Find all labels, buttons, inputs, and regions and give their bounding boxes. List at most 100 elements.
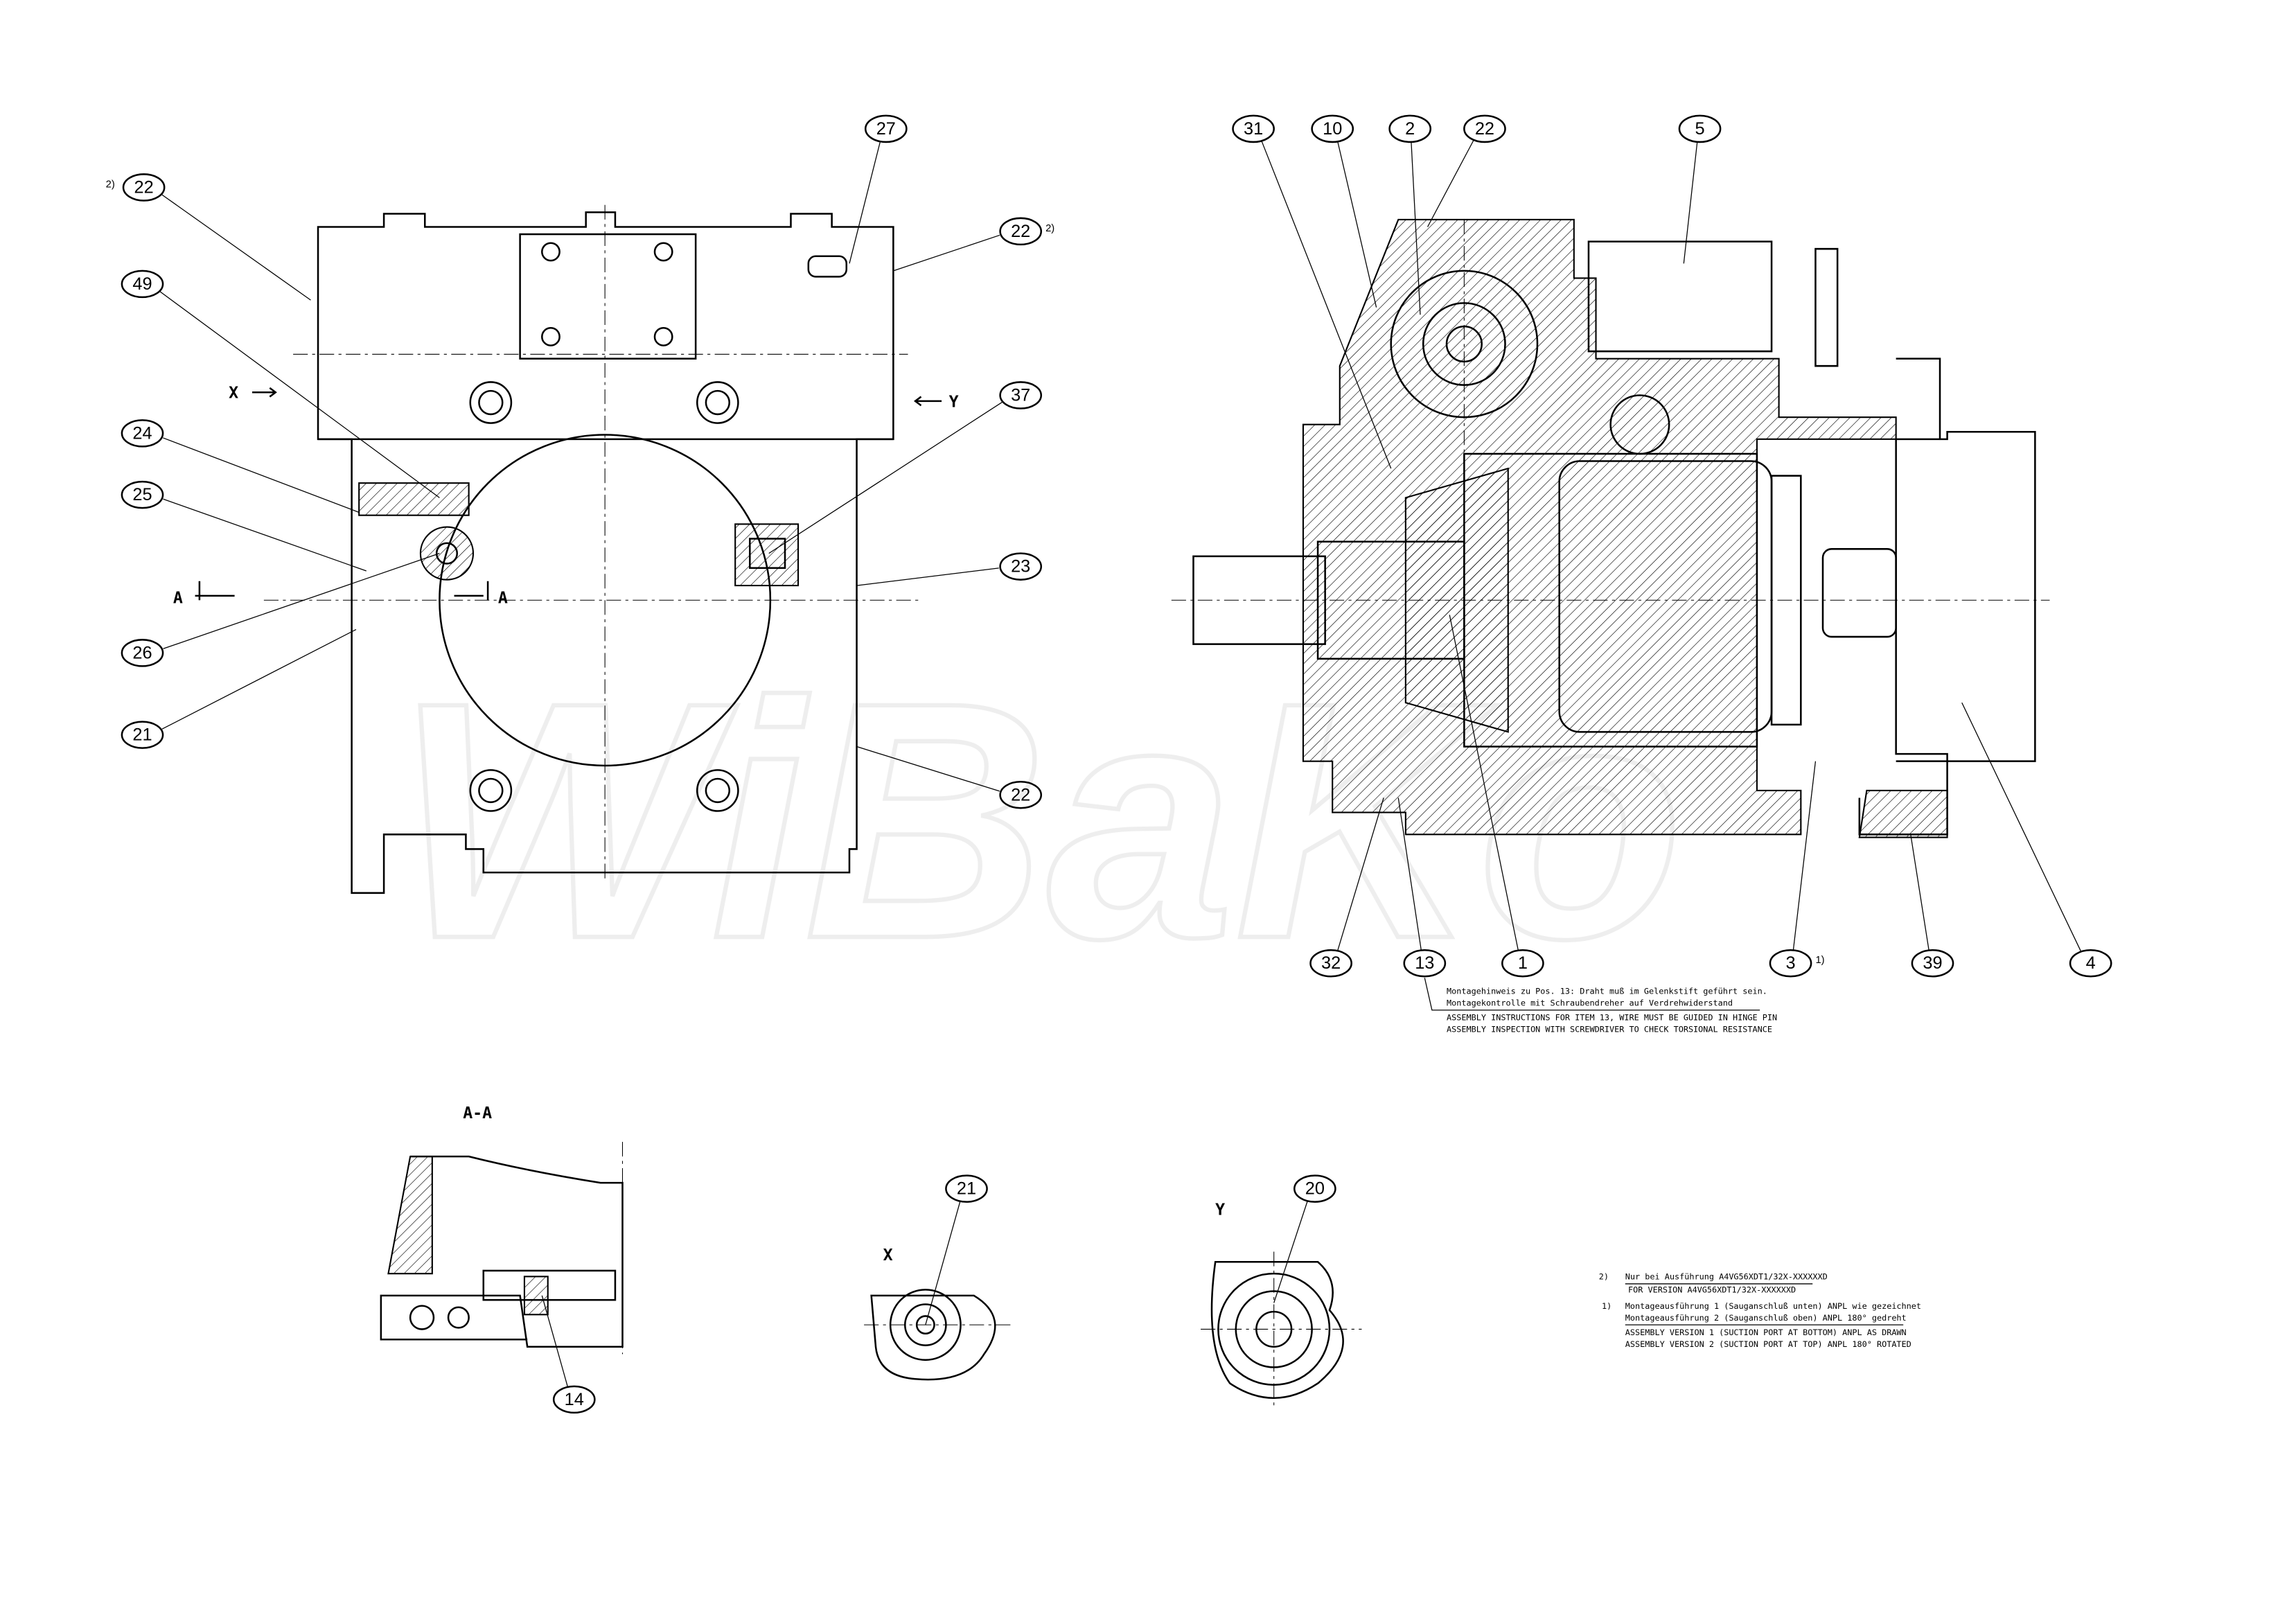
section-a-a <box>380 1141 624 1355</box>
balloon-number: 22 <box>134 177 154 197</box>
balloon-number: 20 <box>1305 1179 1325 1199</box>
view-y <box>1201 1251 1362 1406</box>
footnote-1-mark: 1) <box>1602 1301 1611 1311</box>
balloon-number: 5 <box>1695 119 1704 139</box>
balloon-outline <box>1463 114 1506 143</box>
balloon-number: 26 <box>132 643 152 662</box>
item-balloon-4: 4 <box>1961 702 2112 978</box>
item-balloon-13: 13 <box>1397 797 1447 978</box>
leader-line <box>1337 141 1377 308</box>
item-balloon-14: 14 <box>541 1295 596 1414</box>
section-a-right-label: A <box>498 588 508 607</box>
balloon-number: 2 <box>1405 119 1415 139</box>
balloon-number: 10 <box>1323 119 1342 139</box>
balloon-number: 39 <box>1923 953 1942 973</box>
footnote-2-mark: 2) <box>1599 1272 1609 1282</box>
footnote-marker: 1) <box>1815 955 1824 966</box>
leader-line <box>159 291 440 498</box>
leader-line <box>768 402 1003 554</box>
balloon-outline <box>1232 114 1275 143</box>
footnote-2-de: Nur bei Ausführung A4VG56XDT1/32X-XXXXXX… <box>1625 1272 1828 1282</box>
item-balloon-37: 37 <box>768 381 1043 554</box>
leader-line <box>161 194 311 301</box>
leader-line <box>163 437 360 513</box>
leader-line <box>1397 797 1422 951</box>
balloon-number: 27 <box>876 119 896 139</box>
balloon-outline <box>999 381 1043 409</box>
leader-line <box>1792 761 1817 951</box>
balloon-number: 31 <box>1244 119 1263 139</box>
balloon-outline <box>1911 949 1954 978</box>
item-balloon-10: 10 <box>1311 114 1377 308</box>
footnotes: 2) Nur bei Ausführung A4VG56XDT1/32X-XXX… <box>1599 1272 1921 1349</box>
balloon-outline <box>999 780 1043 809</box>
leader-line <box>1961 702 2082 952</box>
balloon-outline <box>121 721 164 749</box>
front-view <box>263 204 923 894</box>
item-balloon-27: 27 <box>849 114 908 264</box>
balloon-outline <box>1311 114 1354 143</box>
item-balloon-1: 1 <box>1449 615 1544 978</box>
balloon-outline <box>1403 949 1447 978</box>
leader-line <box>1449 615 1519 951</box>
balloon-outline <box>122 173 166 202</box>
view-x-arrow-label: X <box>229 384 238 403</box>
leader-line <box>856 746 1000 792</box>
item-balloon-22: 22 <box>856 746 1043 809</box>
balloon-number: 22 <box>1011 785 1030 804</box>
item-balloon-22: 222) <box>106 173 311 301</box>
balloon-outline <box>2069 949 2112 978</box>
section-a-a-title: A-A <box>463 1104 492 1122</box>
balloon-outline <box>121 639 164 667</box>
assembly-note: Montagehinweis zu Pos. 13: Draht muß im … <box>1424 978 1777 1034</box>
balloon-outline <box>1678 114 1722 143</box>
balloon-outline <box>1388 114 1432 143</box>
view-y-title: Y <box>1215 1201 1225 1219</box>
balloon-outline <box>552 1385 596 1414</box>
leader-line <box>1337 797 1384 951</box>
leader-line <box>541 1295 569 1387</box>
item-balloon-20: 20 <box>1273 1174 1336 1303</box>
leader-line <box>856 567 999 586</box>
balloon-outline <box>999 217 1043 246</box>
balloon-number: 32 <box>1321 953 1341 973</box>
balloon-number: 25 <box>132 485 152 504</box>
balloon-outline <box>121 270 164 299</box>
section-a-left-label: A <box>173 588 183 607</box>
assembly-note-en-2: ASSEMBLY INSPECTION WITH SCREWDRIVER TO … <box>1447 1025 1772 1034</box>
balloon-outline <box>121 480 164 509</box>
balloon-outline <box>999 552 1043 581</box>
item-balloon-21: 21 <box>925 1174 988 1325</box>
item-balloon-23: 23 <box>856 552 1043 586</box>
balloon-number: 24 <box>132 423 152 443</box>
balloon-outline <box>945 1174 988 1203</box>
balloon-outline <box>1769 949 1812 978</box>
balloon-number: 13 <box>1415 953 1434 973</box>
balloon-number: 49 <box>132 274 152 294</box>
item-balloon-26: 26 <box>121 553 440 667</box>
leader-line <box>161 628 357 730</box>
balloon-number: 4 <box>2086 953 2096 973</box>
item-balloon-2: 2 <box>1388 114 1432 315</box>
leader-line <box>163 553 440 649</box>
assembly-note-de-1: Montagehinweis zu Pos. 13: Draht muß im … <box>1447 987 1767 996</box>
balloon-outline <box>121 419 164 448</box>
leader-line <box>1683 141 1698 264</box>
leader-line <box>1261 141 1392 469</box>
balloon-number: 21 <box>957 1179 976 1199</box>
assembly-note-de-2: Montagekontrolle mit Schraubendreher auf… <box>1447 998 1733 1008</box>
leader-line <box>1411 141 1421 315</box>
item-balloon-22: 22 <box>1427 114 1506 227</box>
balloon-number: 14 <box>565 1390 584 1409</box>
leader-line <box>1427 140 1474 227</box>
balloon-number: 22 <box>1475 119 1494 139</box>
leader-line <box>1273 1201 1308 1303</box>
balloon-number: 37 <box>1011 385 1030 405</box>
leader-line <box>893 234 1000 272</box>
balloon-number: 3 <box>1785 953 1795 973</box>
balloon-outline <box>1501 949 1544 978</box>
